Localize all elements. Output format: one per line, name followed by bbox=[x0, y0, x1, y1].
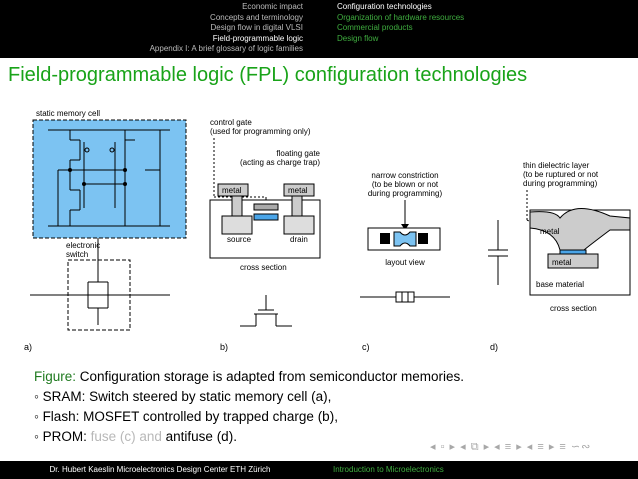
nav-item-concepts[interactable]: Concepts and terminology bbox=[210, 12, 303, 22]
label-control-gate-note: (used for programming only) bbox=[210, 127, 311, 136]
slide-title: Field-programmable logic (FPL) configura… bbox=[8, 64, 528, 86]
caption-line-figure: Figure: Configuration storage is adapted… bbox=[34, 367, 464, 387]
bullet-flash: ◦ bbox=[34, 409, 39, 424]
label-base-material: base material bbox=[536, 280, 584, 289]
bullet-prom: ◦ bbox=[34, 429, 39, 444]
footer-author: Dr. Hubert Kaeslin Microelectronics Desi… bbox=[49, 465, 271, 474]
label-metal-bottom: metal bbox=[552, 258, 572, 267]
caption-flash: Flash: MOSFET controlled by trapped char… bbox=[42, 409, 338, 424]
label-static-memory-cell: static memory cell bbox=[36, 109, 100, 118]
label-narrow-1: narrow constriction bbox=[371, 171, 438, 180]
sram-cell-box bbox=[32, 119, 187, 239]
beamer-navigation-icons[interactable]: ◂ ▫ ▸ ◂ ⧉ ▸ ◂ ≡ ▸ ◂ ≡ ▸ ≡ ∽∾ bbox=[430, 441, 592, 453]
label-metal-left: metal bbox=[222, 186, 242, 195]
subsection-nav: Configuration technologies Organization … bbox=[337, 2, 464, 44]
label-floating-gate: floating gate bbox=[276, 149, 320, 158]
label-floating-gate-note: (acting as charge trap) bbox=[240, 158, 320, 167]
label-control-gate: control gate bbox=[210, 118, 252, 127]
caption-figure-label: Figure: bbox=[34, 369, 77, 384]
label-d: d) bbox=[490, 342, 498, 352]
label-b: b) bbox=[220, 342, 228, 352]
caption-bullet-prom: ◦ PROM: fuse (c) and antifuse (d). bbox=[34, 427, 464, 447]
label-a: a) bbox=[24, 342, 32, 352]
bullet-sram: ◦ bbox=[34, 389, 39, 404]
caption-sram: SRAM: Switch steered by static memory ce… bbox=[42, 389, 332, 404]
nav-item-economic-impact[interactable]: Economic impact bbox=[242, 2, 303, 11]
label-thin-1: thin dielectric layer bbox=[523, 161, 590, 170]
label-metal-right: metal bbox=[288, 186, 308, 195]
label-thin-2: (to be ruptured or not bbox=[523, 170, 599, 179]
label-electronic: electronic bbox=[66, 241, 100, 250]
figure-diagram: static memory cell electronic switch a) … bbox=[24, 109, 631, 352]
header-bar: Economic impact Concepts and terminology… bbox=[0, 0, 638, 58]
label-switch: switch bbox=[66, 250, 88, 259]
nav-item-commercial[interactable]: Commercial products bbox=[337, 23, 413, 32]
figure: static memory cell electronic switch a) … bbox=[0, 100, 638, 365]
label-cross-section-b: cross section bbox=[240, 263, 287, 272]
label-c: c) bbox=[362, 342, 370, 352]
nav-item-organization[interactable]: Organization of hardware resources bbox=[337, 12, 465, 22]
caption-figure-text: Configuration storage is adapted from se… bbox=[79, 369, 464, 384]
label-drain: drain bbox=[290, 235, 308, 244]
nav-item-fpl[interactable]: Field-programmable logic bbox=[212, 33, 303, 43]
label-source: source bbox=[227, 235, 252, 244]
footer-course: Introduction to Microelectronics bbox=[333, 465, 444, 474]
caption-prom-antifuse: antifuse (d). bbox=[165, 429, 237, 444]
section-nav: Economic impact Concepts and terminology… bbox=[0, 2, 305, 55]
caption-prom-fuse: fuse (c) and bbox=[90, 429, 162, 444]
label-thin-3: during programming) bbox=[523, 179, 598, 188]
figure-caption: Figure: Configuration storage is adapted… bbox=[34, 367, 464, 447]
nav-item-design-flow[interactable]: Design flow bbox=[337, 33, 379, 43]
caption-prom-prefix: PROM: bbox=[42, 429, 87, 444]
label-metal-top: metal bbox=[540, 227, 560, 236]
label-narrow-2: (to be blown or not bbox=[372, 180, 439, 189]
label-layout-view: layout view bbox=[385, 258, 425, 267]
label-narrow-3: during programming) bbox=[368, 189, 443, 198]
footer-bar: Dr. Hubert Kaeslin Microelectronics Desi… bbox=[0, 461, 638, 479]
caption-bullet-sram: ◦ SRAM: Switch steered by static memory … bbox=[34, 387, 464, 407]
label-cross-section-d: cross section bbox=[550, 304, 597, 313]
nav-item-appendix[interactable]: Appendix I: A brief glossary of logic fa… bbox=[149, 44, 303, 53]
nav-item-configuration[interactable]: Configuration technologies bbox=[337, 2, 432, 11]
nav-item-design-flow-vlsi[interactable]: Design flow in digital VLSI bbox=[210, 23, 304, 32]
caption-bullet-flash: ◦ Flash: MOSFET controlled by trapped ch… bbox=[34, 407, 464, 427]
